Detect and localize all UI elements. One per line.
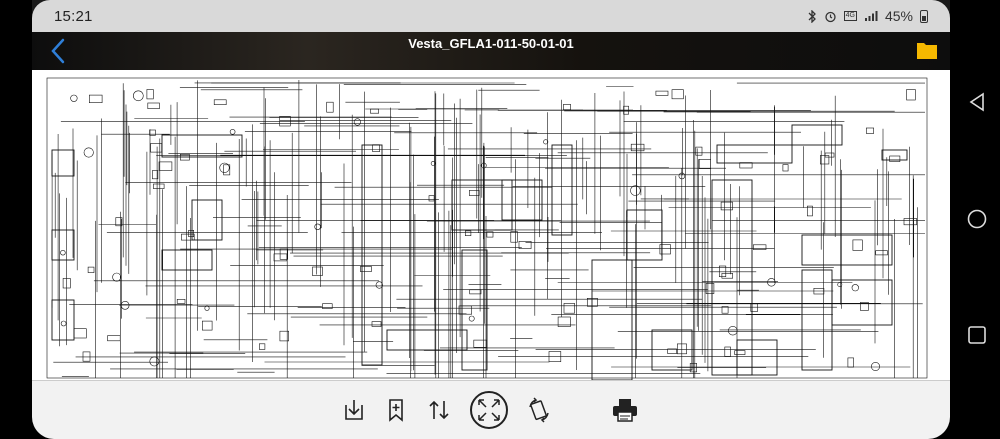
printer-icon	[613, 399, 637, 422]
wiring-diagram	[46, 77, 928, 380]
rotate-button[interactable]	[522, 393, 556, 427]
download-tray-icon	[345, 400, 363, 420]
nav-home-button[interactable]	[966, 208, 988, 230]
document-view[interactable]	[32, 70, 950, 380]
battery-icon	[920, 9, 928, 23]
back-button[interactable]	[44, 36, 74, 66]
folder-icon	[917, 43, 937, 59]
signal-icon	[864, 11, 878, 21]
chevron-left-icon	[51, 38, 65, 64]
fit-screen-button[interactable]	[470, 391, 508, 429]
nav-back-button[interactable]	[966, 91, 988, 113]
bluetooth-icon	[808, 9, 816, 23]
sort-button[interactable]	[422, 393, 456, 427]
app-header: Vesta_GFLA1-011-50-01-01	[32, 32, 950, 70]
expand-arrows-icon	[478, 399, 500, 421]
battery-percent: 45%	[884, 8, 913, 24]
bookmark-button[interactable]	[379, 393, 413, 427]
nav-recents-button[interactable]	[966, 324, 988, 346]
alarm-icon	[824, 11, 836, 22]
status-time: 15:21	[54, 7, 93, 25]
print-button[interactable]	[608, 393, 642, 427]
rotate-page-icon	[529, 397, 549, 423]
app-screen: 15:21 4G 45% Vesta_GFLA1-011-50-01-01	[32, 0, 950, 439]
folder-button[interactable]	[916, 40, 938, 60]
status-icons: 4G 45%	[807, 8, 928, 24]
triangle-back-icon	[969, 92, 984, 112]
network-type-badge: 4G	[843, 11, 857, 21]
up-down-arrows-icon	[429, 400, 449, 420]
bottom-toolbar	[32, 380, 950, 439]
bookmark-plus-icon	[389, 399, 403, 422]
square-recents-icon	[968, 326, 986, 344]
system-navigation	[955, 0, 1000, 439]
document-title: Vesta_GFLA1-011-50-01-01	[408, 36, 574, 51]
save-button[interactable]	[337, 393, 371, 427]
status-bar: 15:21 4G 45%	[32, 0, 950, 32]
circle-home-icon	[967, 209, 987, 229]
